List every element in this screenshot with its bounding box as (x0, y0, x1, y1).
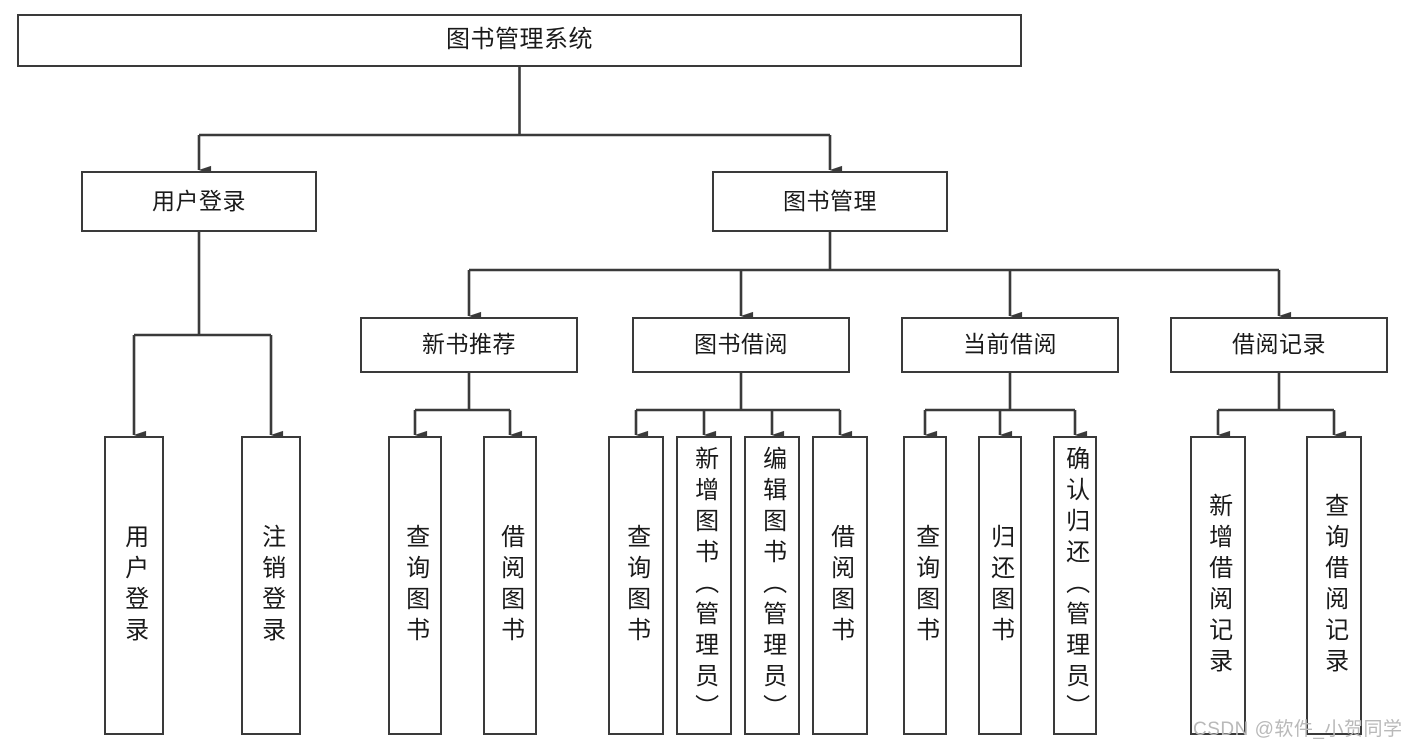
node-leaf-query-book-1-label: 查询图书 (401, 523, 429, 648)
node-leaf-confirm-return-label: 确认归还（管理员） (1061, 446, 1089, 725)
node-leaf-user-logout-label: 注销登录 (257, 523, 285, 648)
node-root[interactable]: 图书管理系统 (17, 14, 1022, 67)
node-current-borrow-label: 当前借阅 (963, 331, 1057, 358)
node-leaf-edit-book-label: 编辑图书（管理员） (758, 446, 786, 725)
node-current-borrow[interactable]: 当前借阅 (901, 317, 1119, 373)
node-leaf-borrow-book-2[interactable]: 借阅图书 (812, 436, 868, 735)
node-leaf-borrow-book-1[interactable]: 借阅图书 (483, 436, 537, 735)
csdn-watermark: CSDN @软件_小贺同学 (1193, 719, 1403, 740)
node-leaf-query-book-1[interactable]: 查询图书 (388, 436, 442, 735)
node-book-borrow-label: 图书借阅 (694, 331, 788, 358)
node-borrow-record[interactable]: 借阅记录 (1170, 317, 1388, 373)
node-leaf-query-book-2-label: 查询图书 (622, 523, 650, 648)
node-leaf-query-borrow-record-label: 查询借阅记录 (1320, 492, 1348, 679)
node-leaf-borrow-book-2-label: 借阅图书 (826, 523, 854, 648)
node-leaf-query-borrow-record[interactable]: 查询借阅记录 (1306, 436, 1362, 735)
node-book-manage-label: 图书管理 (783, 187, 877, 214)
node-borrow-record-label: 借阅记录 (1232, 331, 1326, 358)
node-book-manage[interactable]: 图书管理 (712, 171, 948, 232)
node-leaf-query-book-2[interactable]: 查询图书 (608, 436, 664, 735)
node-leaf-add-book[interactable]: 新增图书（管理员） (676, 436, 732, 735)
node-new-book-recommend[interactable]: 新书推荐 (360, 317, 578, 373)
node-leaf-query-book-3[interactable]: 查询图书 (903, 436, 947, 735)
node-leaf-add-book-label: 新增图书（管理员） (690, 446, 718, 725)
node-leaf-user-login[interactable]: 用户登录 (104, 436, 164, 735)
node-leaf-user-login-label: 用户登录 (120, 523, 148, 648)
node-new-book-recommend-label: 新书推荐 (422, 331, 516, 358)
node-leaf-add-borrow-record[interactable]: 新增借阅记录 (1190, 436, 1246, 735)
node-leaf-user-logout[interactable]: 注销登录 (241, 436, 301, 735)
node-user-login[interactable]: 用户登录 (81, 171, 317, 232)
node-leaf-borrow-book-1-label: 借阅图书 (496, 523, 524, 648)
node-leaf-query-book-3-label: 查询图书 (911, 523, 939, 648)
node-root-label: 图书管理系统 (446, 26, 593, 54)
node-leaf-confirm-return[interactable]: 确认归还（管理员） (1053, 436, 1097, 735)
node-user-login-label: 用户登录 (152, 187, 246, 214)
node-leaf-return-book-label: 归还图书 (986, 523, 1014, 648)
node-leaf-edit-book[interactable]: 编辑图书（管理员） (744, 436, 800, 735)
node-leaf-add-borrow-record-label: 新增借阅记录 (1204, 492, 1232, 679)
node-book-borrow[interactable]: 图书借阅 (632, 317, 850, 373)
node-leaf-return-book[interactable]: 归还图书 (978, 436, 1022, 735)
